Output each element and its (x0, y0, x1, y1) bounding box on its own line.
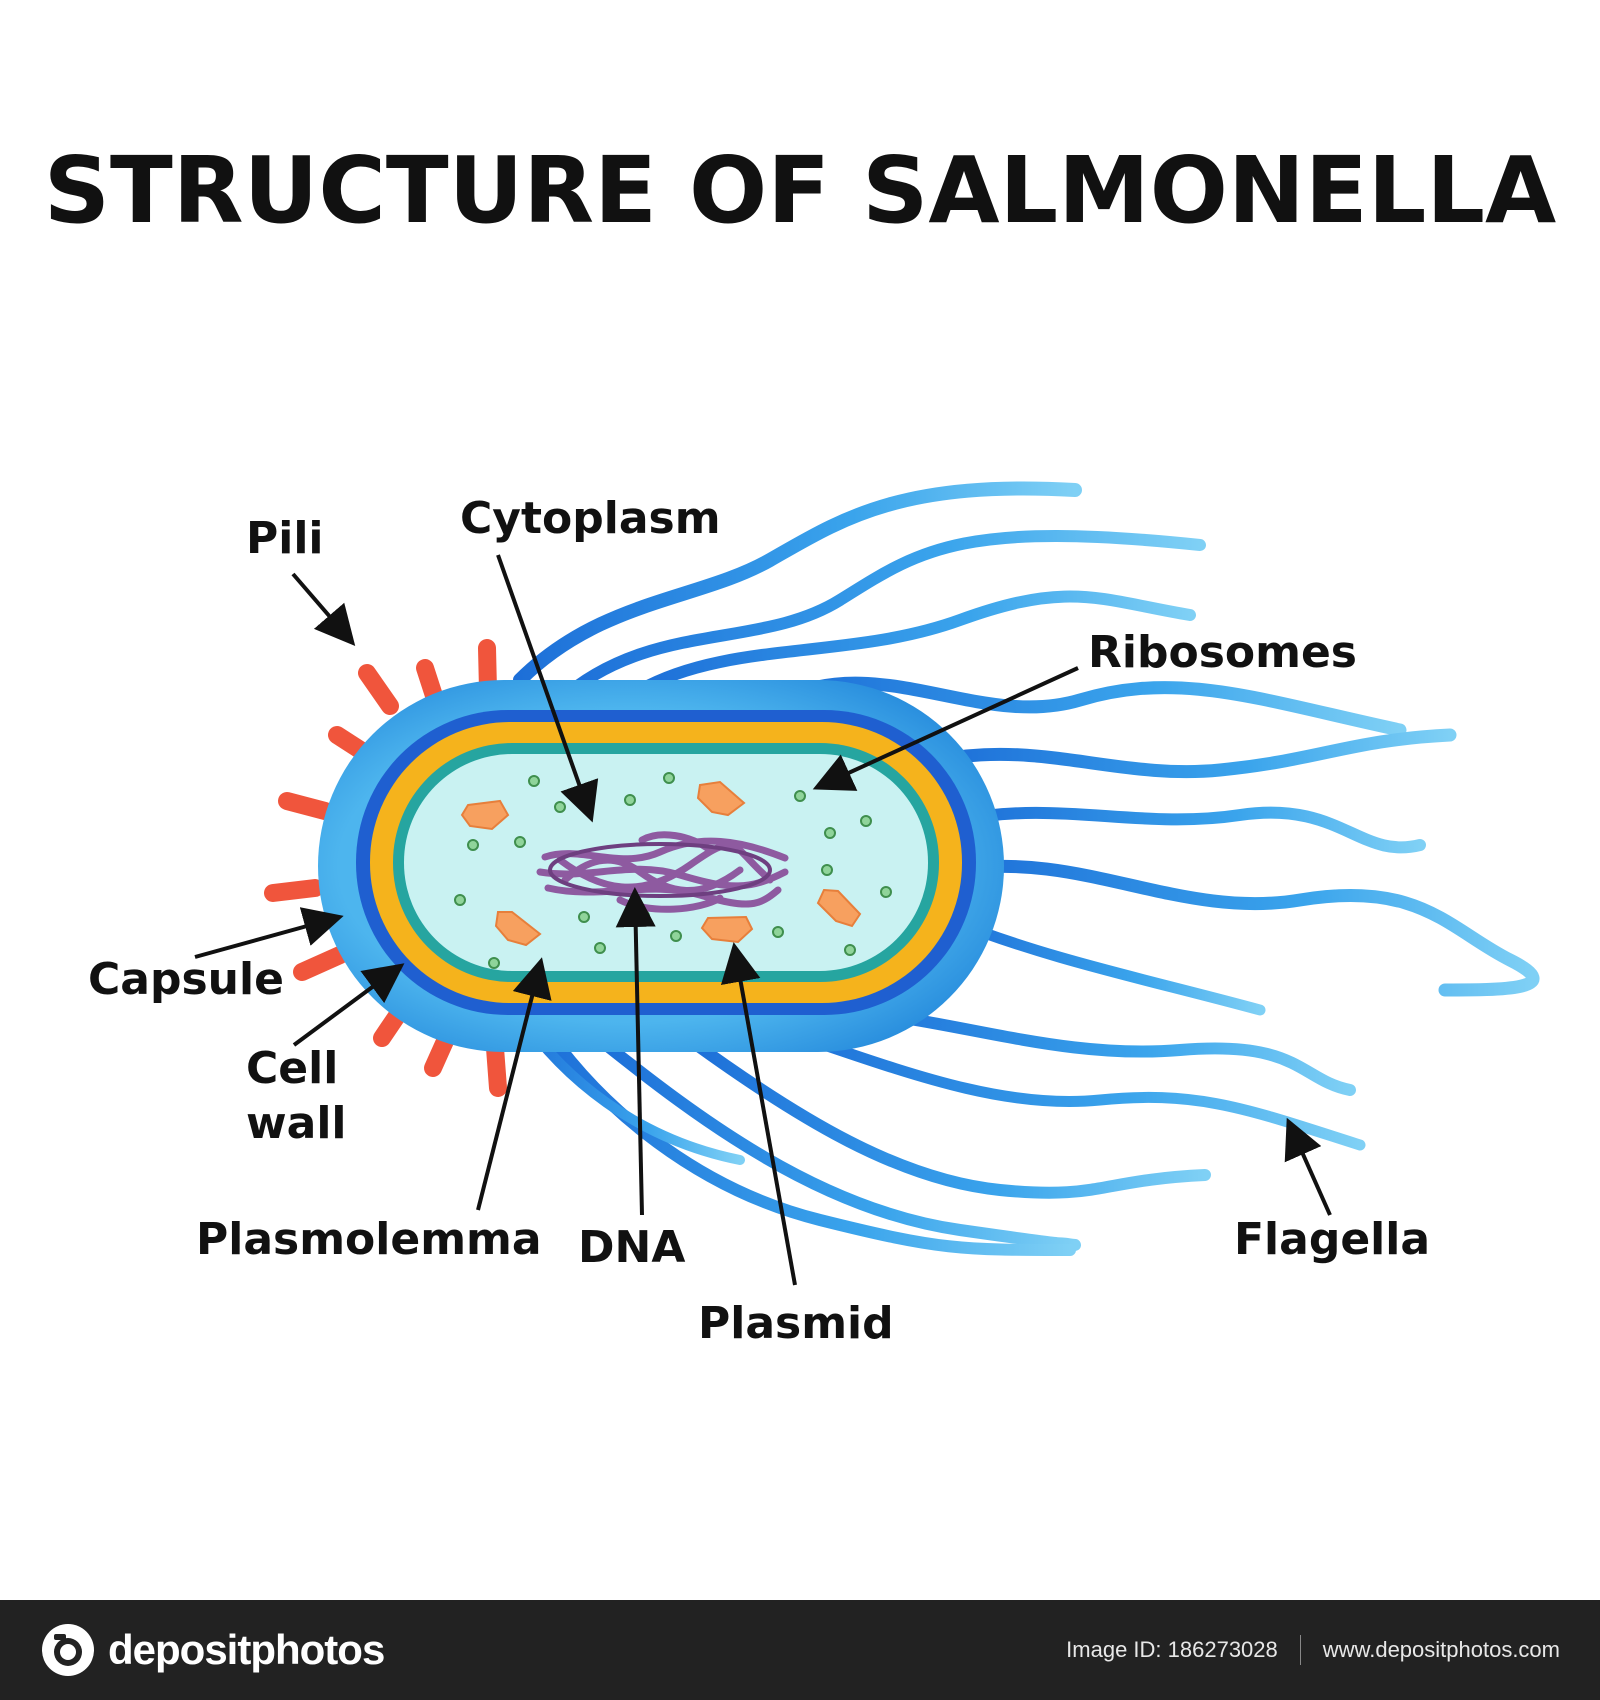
plasmid (700, 915, 754, 944)
ribosome (454, 894, 466, 906)
flagellum (554, 530, 1206, 706)
flagellum (513, 481, 1082, 687)
ribosome (514, 836, 526, 848)
capsule-arrow (194, 907, 344, 959)
ribosome (624, 794, 636, 806)
brand[interactable]: depositphotos (40, 1622, 385, 1678)
label-plasmid: Plasmid (698, 1298, 894, 1349)
ribosomes-arrow (812, 666, 1079, 791)
label-pili: Pili (246, 513, 324, 564)
ribosome (824, 827, 836, 839)
diagram-title: STRUCTURE OF SALMONELLA (44, 137, 1556, 244)
label-arrows (194, 554, 1332, 1286)
flagellum (774, 1024, 1366, 1151)
ribosome (554, 801, 566, 813)
cell-wall-arrow (292, 963, 405, 1047)
ribosomes (454, 772, 892, 969)
plasmid (816, 888, 862, 928)
footer-info: Image ID: 186273028 www.depositphotos.co… (1066, 1635, 1560, 1665)
dna-nucleoid (536, 831, 789, 913)
flagellum (773, 676, 1407, 737)
ribosome (663, 772, 675, 784)
dna-arrow (615, 887, 656, 1216)
pilus (293, 946, 349, 981)
flagella-arrow (1284, 1117, 1332, 1216)
ribosome (860, 815, 872, 827)
plasmolemma-arrow (476, 957, 552, 1211)
plasmid (460, 799, 510, 831)
footer-bar: depositphotos Image ID: 186273028 www.de… (0, 1600, 1600, 1700)
brand-name: depositphotos (108, 1626, 385, 1673)
pilus (264, 879, 324, 902)
plasmids (460, 780, 862, 947)
pilus (358, 664, 399, 715)
flagellum (834, 1004, 1356, 1096)
ribosome (638, 910, 650, 922)
ribosome (594, 942, 606, 954)
flagellum (953, 859, 1540, 997)
label-flagella: Flagella (1234, 1214, 1430, 1265)
labels: Pili Cytoplasm Ribosomes Capsule Cell wa… (88, 493, 1430, 1349)
cytoplasm-arrow (496, 554, 599, 823)
site-url[interactable]: www.depositphotos.com (1322, 1637, 1560, 1662)
image-id: Image ID: 186273028 (1066, 1637, 1278, 1662)
plasmid-arrow (720, 942, 797, 1286)
label-cell-wall-line1: Cell (246, 1043, 338, 1094)
camera-logo-icon (42, 1624, 94, 1676)
footer-divider (1299, 1635, 1301, 1665)
flagellum (944, 914, 1266, 1016)
flagellum (684, 1034, 1211, 1199)
pilus (278, 792, 334, 820)
label-plasmolemma: Plasmolemma (196, 1214, 542, 1265)
ribosome (670, 930, 682, 942)
ribosome (772, 926, 784, 938)
pili-arrow (291, 572, 356, 647)
flagellum (634, 590, 1196, 696)
label-capsule: Capsule (88, 954, 284, 1005)
ribosome (844, 944, 856, 956)
ribosome (578, 911, 590, 923)
salmonella-diagram: STRUCTURE OF SALMONELLA (44, 137, 1556, 1349)
flagellum (933, 728, 1457, 779)
label-ribosomes: Ribosomes (1088, 627, 1357, 678)
cytoplasm-layer (404, 754, 928, 971)
ribosome (467, 839, 479, 851)
plasmid (696, 780, 746, 817)
ribosome (821, 864, 833, 876)
label-cytoplasm: Cytoplasm (460, 493, 721, 544)
ribosome (488, 957, 500, 969)
label-cell-wall-line2: wall (246, 1098, 347, 1149)
ribosome (880, 886, 892, 898)
ribosome (794, 790, 806, 802)
flagella (505, 481, 1540, 1256)
plasmid (494, 911, 542, 947)
flagellum (954, 806, 1426, 854)
bacterium-body (318, 680, 1004, 1052)
ribosome (528, 775, 540, 787)
pilus (486, 1039, 507, 1097)
label-dna: DNA (578, 1222, 685, 1273)
flagellum (594, 1034, 1081, 1251)
